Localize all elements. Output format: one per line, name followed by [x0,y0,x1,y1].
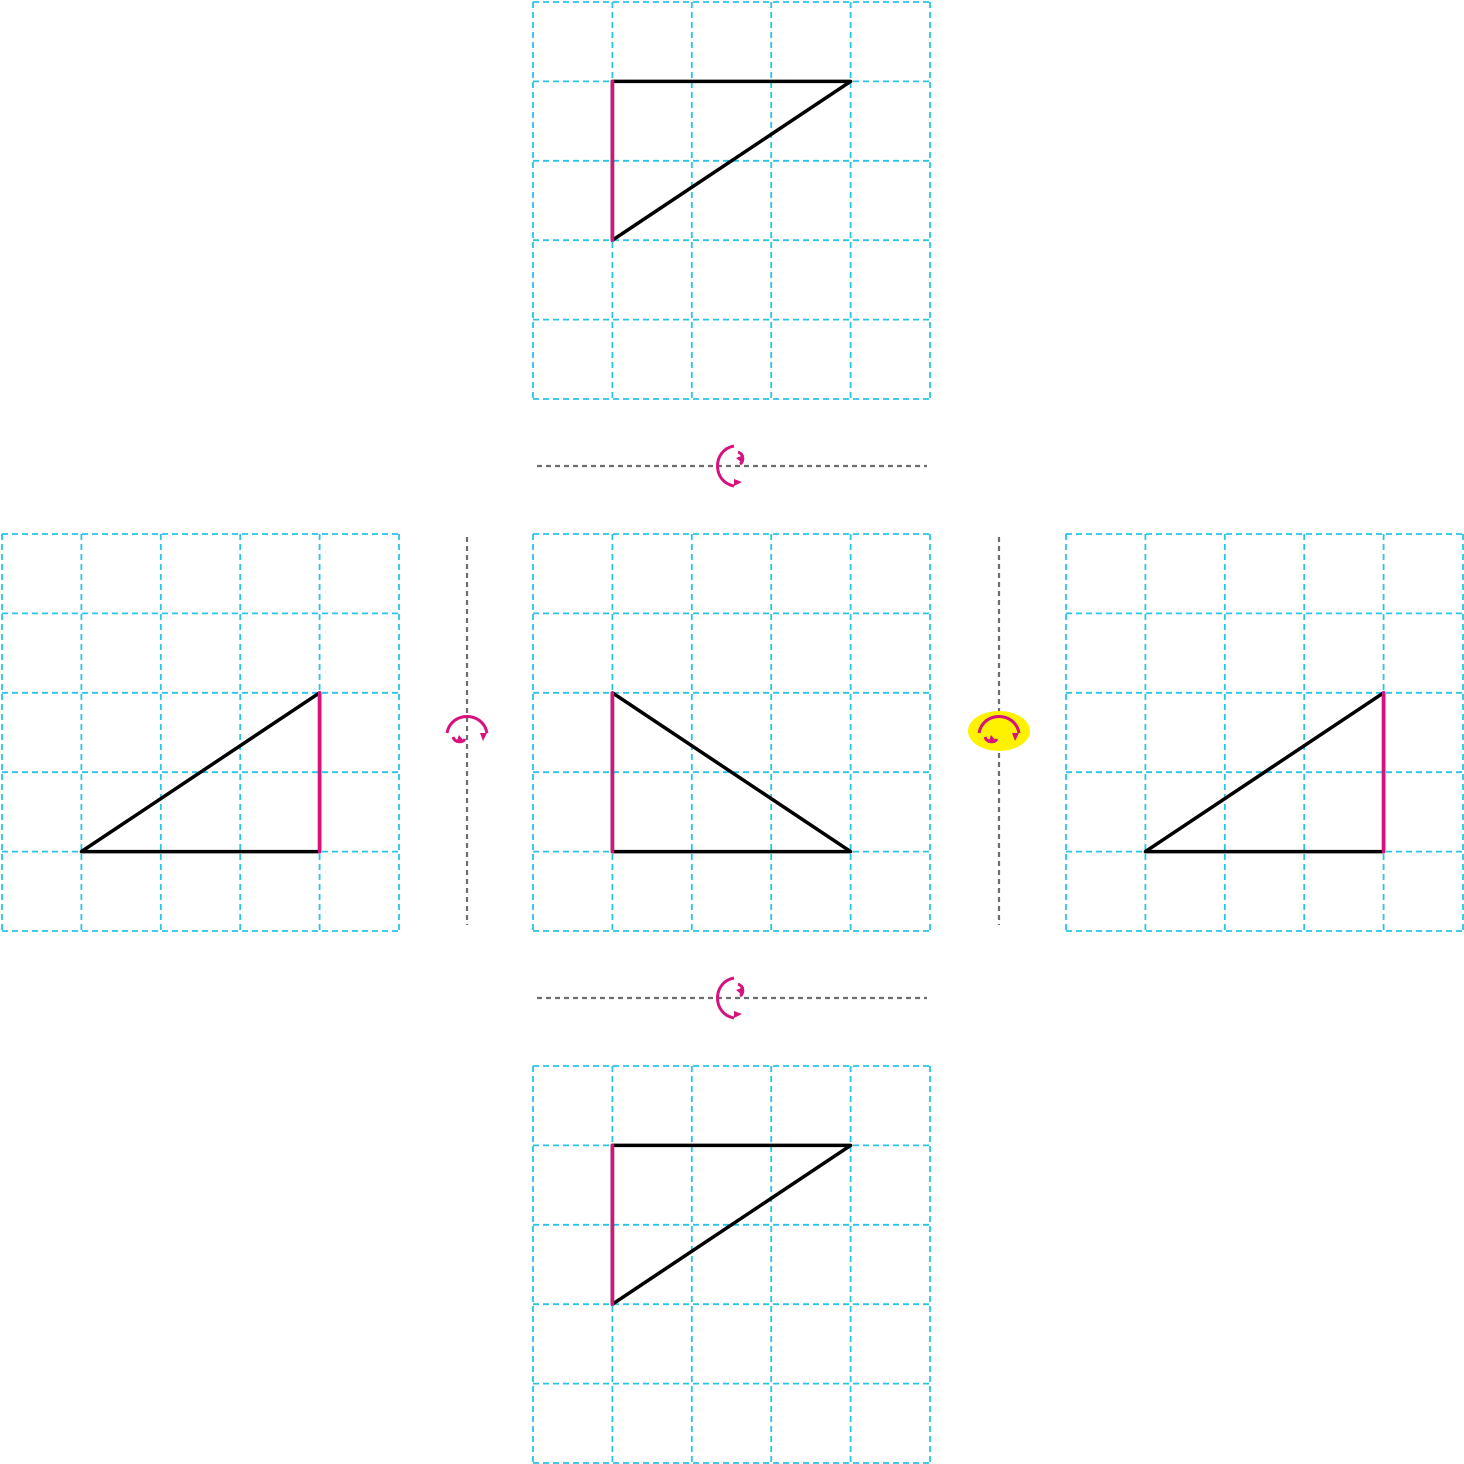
arrow-head [1012,733,1019,741]
flip-axis-left[interactable] [445,537,489,925]
flip-axis-bottom[interactable] [537,976,927,1020]
arrow-head [736,455,744,463]
grid-panel-bottom [532,1065,931,1464]
dashed-grid [532,1065,931,1464]
arrow-head [456,735,464,743]
arrow-head [736,987,744,995]
selected-highlight [968,711,1030,751]
flip-axis-top[interactable] [537,444,927,488]
arrow-head [734,1011,742,1018]
dashed-grid [1065,533,1464,932]
arrow-head [988,735,996,743]
arrow-head [734,479,742,486]
rotation-arc [716,976,735,1020]
grid-panel-left [1,533,400,932]
flip-axes [445,444,1030,1020]
dashed-grid [1,533,400,932]
rotate-around-horizontal-axis-icon[interactable] [716,444,745,488]
dashed-grid [532,1,931,400]
grid-panel-right [1065,533,1464,932]
arrow-head [480,733,487,741]
grid-panel-top [532,1,931,400]
rotate-around-horizontal-axis-icon[interactable] [716,976,745,1020]
rotation-arc [977,715,1021,734]
rotate-around-vertical-axis-icon[interactable] [445,715,489,744]
rotation-arc [445,715,489,734]
rotate-around-vertical-axis-icon[interactable] [977,715,1021,744]
rotation-arc [716,444,735,488]
flip-axis-right[interactable] [968,537,1030,925]
grid-panel-center [532,533,931,932]
dashed-grid [532,533,931,932]
